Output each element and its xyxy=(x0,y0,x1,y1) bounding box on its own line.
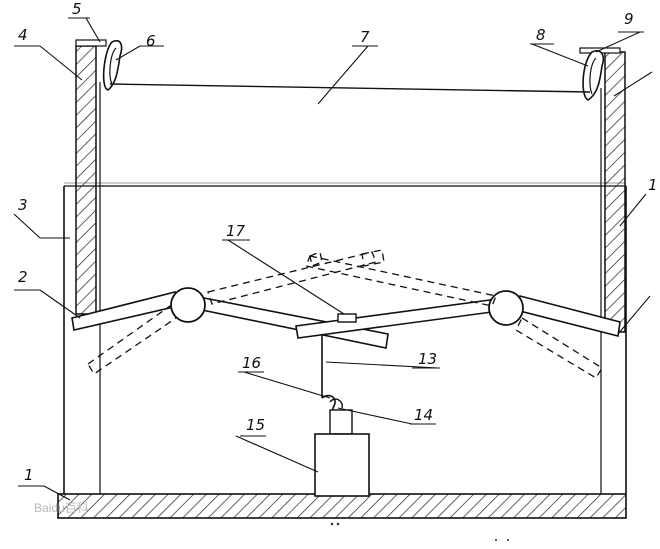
weight-block xyxy=(314,409,370,497)
label-3: 3 xyxy=(18,196,28,214)
bottom-dots xyxy=(330,522,509,541)
label-16: 16 xyxy=(242,354,261,372)
label-14: 14 xyxy=(414,406,433,424)
left-column xyxy=(75,39,107,494)
hanging-rod xyxy=(321,334,343,414)
label-7: 7 xyxy=(360,28,370,46)
float-ball-right xyxy=(488,290,524,326)
label-13: 13 xyxy=(418,350,437,368)
label-15: 15 xyxy=(246,416,265,434)
pivot-block xyxy=(337,313,357,323)
lever-right xyxy=(295,299,493,339)
label-1-right: 1 xyxy=(648,176,658,194)
label-1-bottom: 1 xyxy=(24,466,34,484)
watermark-text: Baidu百科 xyxy=(34,501,89,515)
right-column xyxy=(579,47,626,494)
float-ball-left xyxy=(170,287,206,323)
top-cable xyxy=(109,83,591,93)
label-6: 6 xyxy=(146,32,156,50)
pulley-clip-right xyxy=(582,50,605,101)
pulley-clip-left xyxy=(102,40,123,91)
label-8: 8 xyxy=(536,26,546,44)
label-17: 17 xyxy=(226,222,246,240)
dashed-positions xyxy=(87,249,603,379)
label-9: 9 xyxy=(624,10,634,28)
tank xyxy=(63,182,627,494)
base-plate xyxy=(57,493,627,519)
label-4: 4 xyxy=(18,26,28,44)
part-labels: 1 2 3 4 5 6 7 8 9 1 17 13 16 14 15 xyxy=(13,0,658,487)
label-2: 2 xyxy=(18,268,28,286)
leader-lines xyxy=(39,17,653,501)
label-5: 5 xyxy=(72,0,82,18)
